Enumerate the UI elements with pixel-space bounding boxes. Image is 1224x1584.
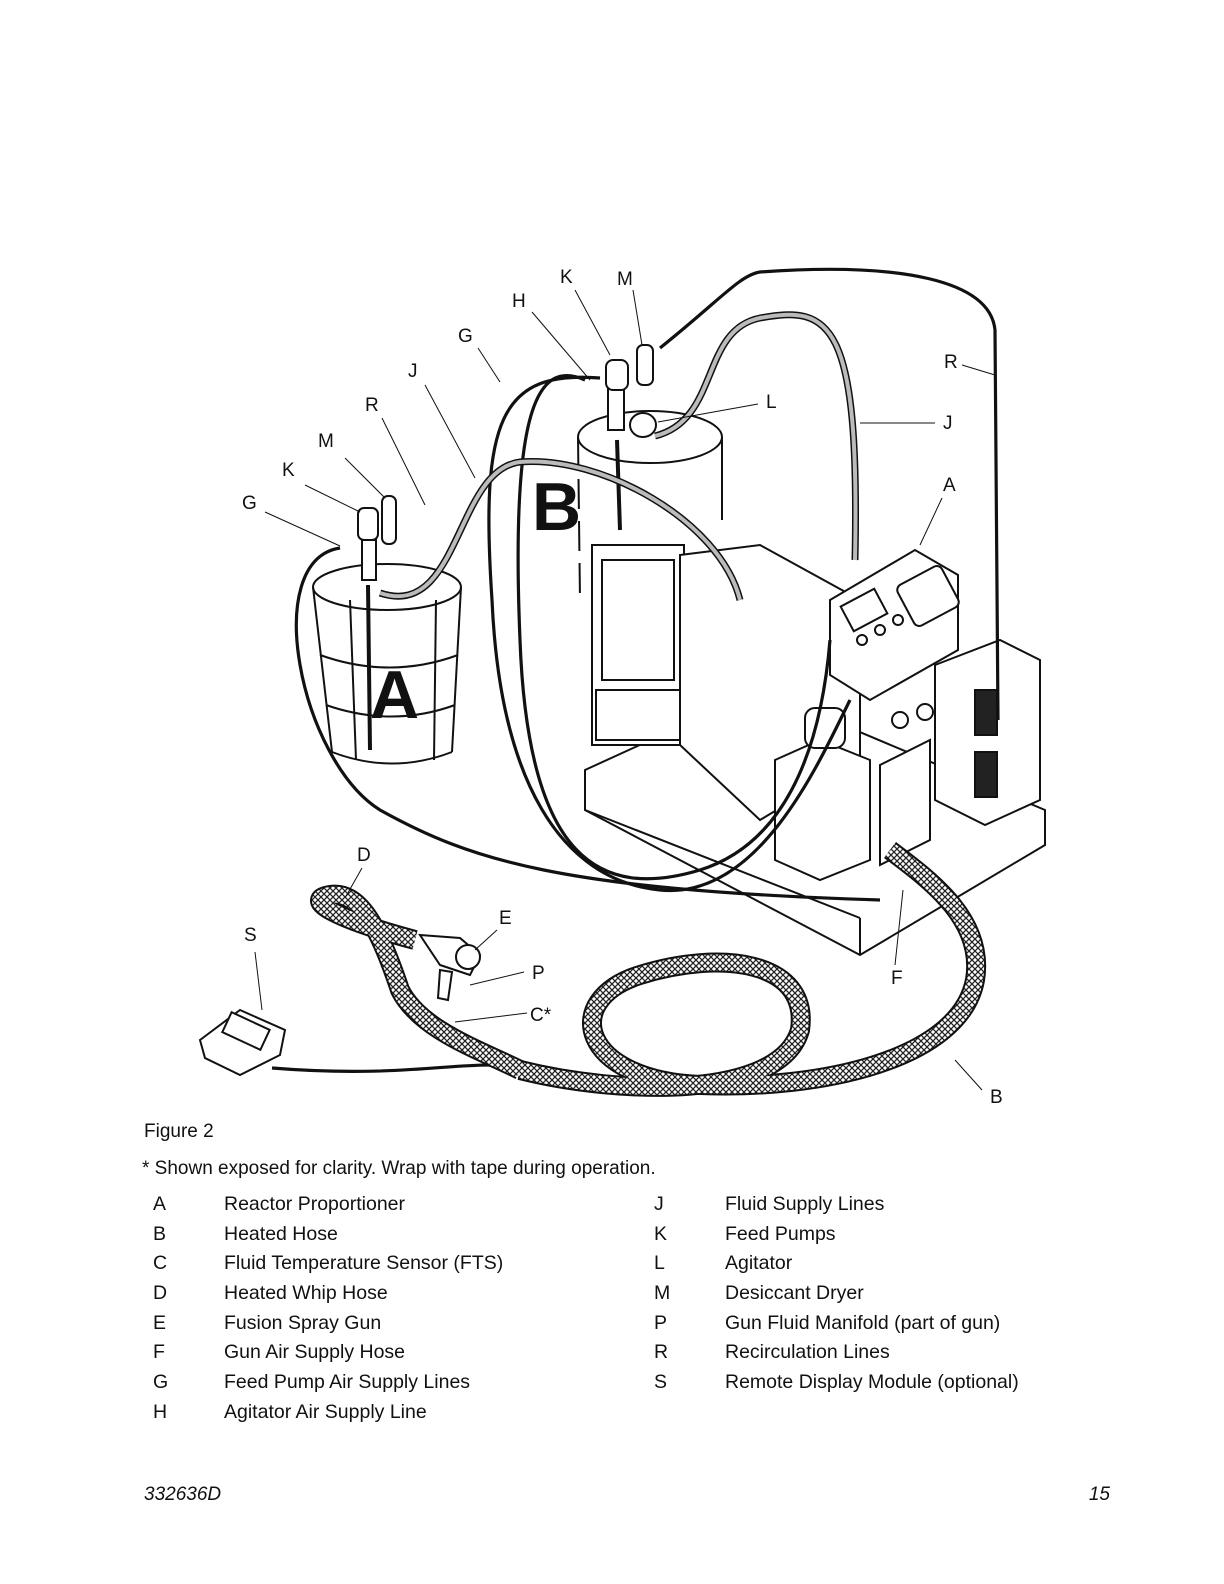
legend-row: C Fluid Temperature Sensor (FTS) [150, 1249, 630, 1279]
legend-key: A [153, 1193, 167, 1215]
whip-hose [309, 884, 525, 1079]
callout-d: D [357, 845, 371, 866]
callout-b-hose: B [990, 1087, 1003, 1108]
legend-row: B Heated Hose [150, 1220, 630, 1250]
legend-key: E [153, 1311, 167, 1334]
figure-caption: Figure 2 [144, 1121, 214, 1142]
legend-desc: Heated Whip Hose [224, 1282, 388, 1305]
legend-key: K [654, 1222, 668, 1245]
heated-hose [517, 841, 987, 1097]
legend-key: C [153, 1252, 168, 1275]
remote-display-module [198, 1008, 287, 1077]
legend-row: H Agitator Air Supply Line [150, 1398, 630, 1428]
figure-note: * Shown exposed for clarity. Wrap with t… [142, 1158, 656, 1179]
legend-desc: Agitator Air Supply Line [224, 1400, 427, 1423]
drum-b [577, 344, 723, 601]
legend-key: D [153, 1282, 168, 1305]
drum-b-label: B [532, 469, 581, 545]
legend-key: S [654, 1371, 668, 1394]
legend-desc: Gun Fluid Manifold (part of gun) [725, 1311, 1001, 1334]
legend-row: L Agitator [651, 1249, 1101, 1279]
legend-row: R Recirculation Lines [651, 1338, 1101, 1368]
legend-left: A Reactor Proportioner B Heated Hose C Flui… [150, 1190, 630, 1428]
callout-h: H [512, 291, 526, 312]
legend-row: S Remote Display Module (optional) [651, 1368, 1101, 1398]
legend-key: M [654, 1282, 671, 1305]
drum-a-label: A [370, 657, 419, 733]
callout-r-left: R [365, 395, 379, 416]
legend-key: P [654, 1311, 668, 1334]
callout-a-unit: A [943, 475, 956, 496]
legend-key: F [153, 1341, 165, 1364]
legend-row: P Gun Fluid Manifold (part of gun) [651, 1309, 1101, 1339]
legend-desc: Desiccant Dryer [725, 1282, 864, 1305]
legend-desc: Feed Pumps [725, 1222, 836, 1245]
callout-k-top: K [560, 267, 573, 288]
legend-desc: Fluid Temperature Sensor (FTS) [224, 1252, 504, 1275]
callout-p: P [532, 963, 545, 984]
legend-right: J Fluid Supply Lines K Feed Pumps L Agitato… [651, 1190, 1101, 1398]
legend-desc: Fluid Supply Lines [725, 1193, 885, 1215]
legend-desc: Fusion Spray Gun [224, 1311, 382, 1334]
legend-row: A Reactor Proportioner [150, 1190, 630, 1220]
legend-row: F Gun Air Supply Hose [150, 1338, 630, 1368]
callout-e: E [499, 908, 512, 929]
callout-g-left: G [242, 493, 257, 514]
legend-row: G Feed Pump Air Supply Lines [150, 1368, 630, 1398]
legend-desc: Heated Hose [224, 1222, 338, 1245]
legend-row: E Fusion Spray Gun [150, 1309, 630, 1339]
spray-gun [418, 933, 482, 1002]
legend-desc: Remote Display Module (optional) [725, 1371, 1019, 1394]
legend-row: J Fluid Supply Lines [651, 1190, 1101, 1220]
document-number: 332636D [144, 1484, 222, 1505]
callout-j-right: J [943, 413, 953, 434]
callout-f: F [891, 968, 903, 989]
legend-key: B [153, 1222, 167, 1245]
fluid-supply-lines [378, 311, 859, 601]
system-diagram: A B [198, 267, 1046, 1108]
legend-key: R [654, 1341, 669, 1364]
callout-l: L [766, 392, 777, 413]
legend-key: J [654, 1193, 664, 1215]
callout-j-left: J [408, 361, 418, 382]
callout-c: C* [530, 1005, 552, 1026]
legend-row: K Feed Pumps [651, 1220, 1101, 1250]
legend-key: G [153, 1371, 169, 1394]
callout-m-top: M [617, 269, 633, 290]
page-number: 15 [1088, 1484, 1110, 1505]
reactor-proportioner [584, 543, 1046, 957]
legend-desc: Agitator [725, 1252, 793, 1275]
legend-key: L [654, 1252, 665, 1275]
callout-r-right: R [944, 352, 958, 373]
callouts: K M H G J R M K G R L J A D E S P C* F B [242, 267, 1003, 1108]
legend-row: D Heated Whip Hose [150, 1279, 630, 1309]
leader-lines [254, 289, 996, 1091]
legend-row: M Desiccant Dryer [651, 1279, 1101, 1309]
drum-a [312, 495, 462, 765]
callout-m-left: M [318, 431, 334, 452]
legend-desc: Gun Air Supply Hose [224, 1341, 406, 1364]
legend-desc: Recirculation Lines [725, 1341, 890, 1364]
callout-s: S [244, 925, 257, 946]
callout-g-top: G [458, 326, 473, 347]
legend-key: H [153, 1400, 168, 1423]
legend-desc: Reactor Proportioner [224, 1193, 406, 1215]
legend-desc: Feed Pump Air Supply Lines [224, 1371, 471, 1394]
callout-k-left: K [282, 460, 295, 481]
